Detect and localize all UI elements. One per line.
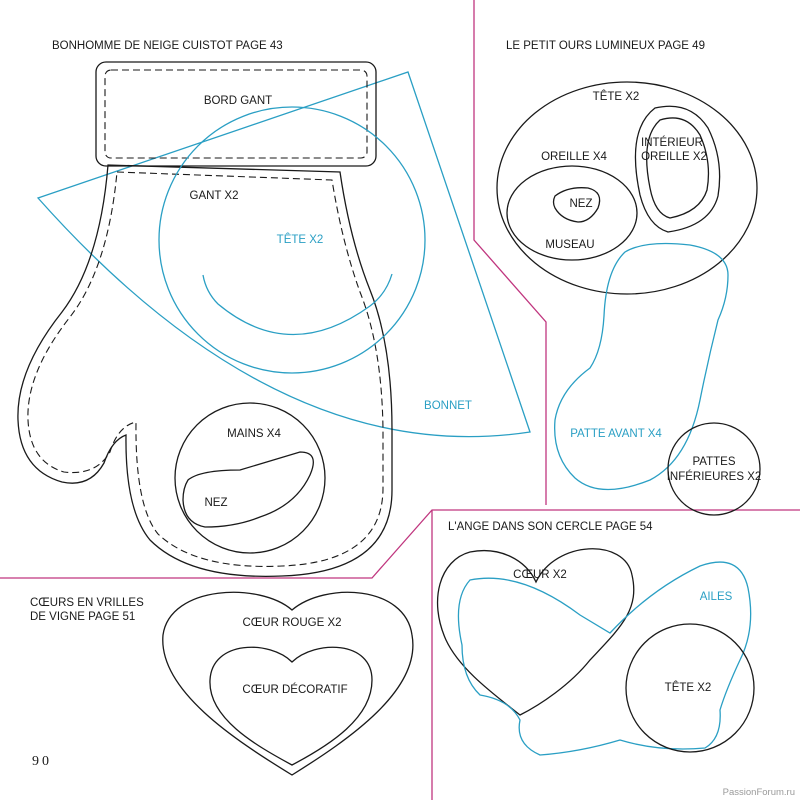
snowman-title: BONHOMME DE NEIGE CUISTOT PAGE 43 <box>52 40 283 52</box>
divider-middle <box>0 509 800 579</box>
snowman-section: BONHOMME DE NEIGE CUISTOT PAGE 43 BORD G… <box>17 40 531 578</box>
label-interieur-2: OREILLE X2 <box>641 151 707 163</box>
snowman-smile <box>202 273 393 336</box>
bear-front-paw-piece <box>554 242 729 491</box>
bonnet-piece <box>36 71 531 438</box>
label-snowman-tete: TÊTE X2 <box>277 233 324 246</box>
bord-gant-seam <box>104 69 368 159</box>
hearts-title-1: CŒURS EN VRILLES <box>30 597 144 609</box>
bear-inner-ear-inner <box>646 117 710 219</box>
bear-ear-piece <box>506 165 638 261</box>
bear-lower-paws-piece <box>667 422 761 516</box>
label-gant: GANT X2 <box>190 190 239 202</box>
angel-section: L'ANGE DANS SON CERCLE PAGE 54 CŒUR X2 A… <box>437 521 755 756</box>
watermark: PassionForum.ru <box>723 787 795 798</box>
label-museau: MUSEAU <box>545 239 594 251</box>
bear-inner-ear-piece <box>634 105 721 233</box>
label-mains: MAINS X4 <box>227 428 281 440</box>
bear-head-piece <box>496 81 758 295</box>
label-ailes: AILES <box>700 591 733 603</box>
bear-title: LE PETIT OURS LUMINEUX PAGE 49 <box>506 40 705 52</box>
label-angel-tete: TÊTE X2 <box>665 681 712 694</box>
label-pattes-1: PATTES <box>692 456 735 468</box>
snowman-head-piece <box>158 106 426 374</box>
angel-title: L'ANGE DANS SON CERCLE PAGE 54 <box>448 521 653 533</box>
label-angel-coeur: CŒUR X2 <box>513 569 567 581</box>
angel-heart-piece <box>437 548 635 716</box>
label-coeur-rouge: CŒUR ROUGE X2 <box>242 617 341 629</box>
glove-piece <box>17 164 393 578</box>
label-interieur-1: INTÉRIEUR <box>641 136 703 149</box>
bear-nose-piece <box>552 187 601 223</box>
angel-wings-piece <box>457 561 752 756</box>
label-coeur-decoratif: CŒUR DÉCORATIF <box>242 683 347 696</box>
bear-section: LE PETIT OURS LUMINEUX PAGE 49 TÊTE X2 I… <box>496 40 762 516</box>
label-patte-avant: PATTE AVANT X4 <box>570 428 662 440</box>
hearts-section: CŒURS EN VRILLES DE VIGNE PAGE 51 CŒUR R… <box>30 591 414 776</box>
label-oreille: OREILLE X4 <box>541 151 607 163</box>
bord-gant-piece <box>95 61 377 167</box>
divider-top-right <box>473 0 547 505</box>
page-number: 90 <box>32 754 52 769</box>
label-snowman-nez: NEZ <box>205 497 228 509</box>
decorative-heart-piece <box>209 646 373 766</box>
red-heart-piece <box>162 591 414 776</box>
label-bonnet: BONNET <box>424 400 472 412</box>
hearts-title-2: DE VIGNE PAGE 51 <box>30 611 135 623</box>
label-pattes-2: INFÉRIEURES X2 <box>667 470 762 483</box>
label-bear-nez: NEZ <box>570 198 593 210</box>
mains-piece <box>174 402 326 554</box>
label-bord-gant: BORD GANT <box>204 95 272 107</box>
label-bear-tete: TÊTE X2 <box>593 90 640 103</box>
angel-head-piece <box>625 623 755 753</box>
snowman-nose-piece <box>182 451 314 528</box>
